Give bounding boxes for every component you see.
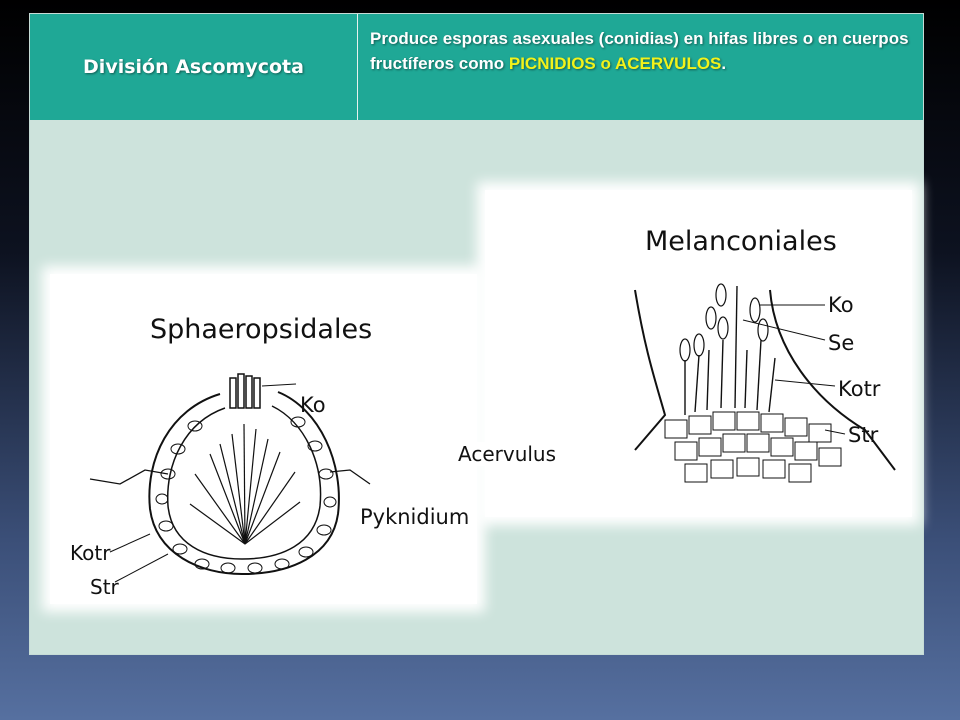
division-title: División Ascomycota	[83, 56, 304, 78]
label-ko: Ko	[828, 293, 854, 317]
melanconiales-figure: Melanconiales	[485, 190, 912, 517]
label-acervulus: Acervulus	[454, 442, 561, 466]
division-title-cell: División Ascomycota	[30, 14, 358, 120]
label-se: Se	[828, 331, 854, 355]
sphaeropsidales-title: Sphaeropsidales	[150, 314, 372, 345]
description-prefix: Produce esporas asexuales (conidias) en …	[370, 29, 909, 73]
melanconiales-title: Melanconiales	[645, 226, 837, 257]
sphaeropsidales-figure: Sphaeropsidales	[50, 274, 477, 604]
label-str: Str	[848, 423, 879, 447]
label-pyknidium: Pyknidium	[360, 505, 469, 529]
description-highlight: PICNIDIOS o ACERVULOS	[508, 54, 722, 73]
figure-area: Sphaeropsidales	[30, 120, 923, 654]
label-ko: Ko	[300, 393, 326, 417]
description-cell: Produce esporas asexuales (conidias) en …	[358, 14, 923, 120]
label-str: Str	[90, 575, 120, 599]
label-kotr: Kotr	[70, 541, 111, 565]
label-kotr: Kotr	[838, 377, 881, 401]
description-suffix: .	[721, 54, 727, 73]
acervulus-illustration: Melanconiales	[634, 226, 896, 483]
content-table: División Ascomycota Produce esporas asex…	[29, 13, 924, 655]
pycnidium-illustration: Sphaeropsidales	[70, 314, 469, 599]
description-text: Produce esporas asexuales (conidias) en …	[370, 26, 913, 76]
